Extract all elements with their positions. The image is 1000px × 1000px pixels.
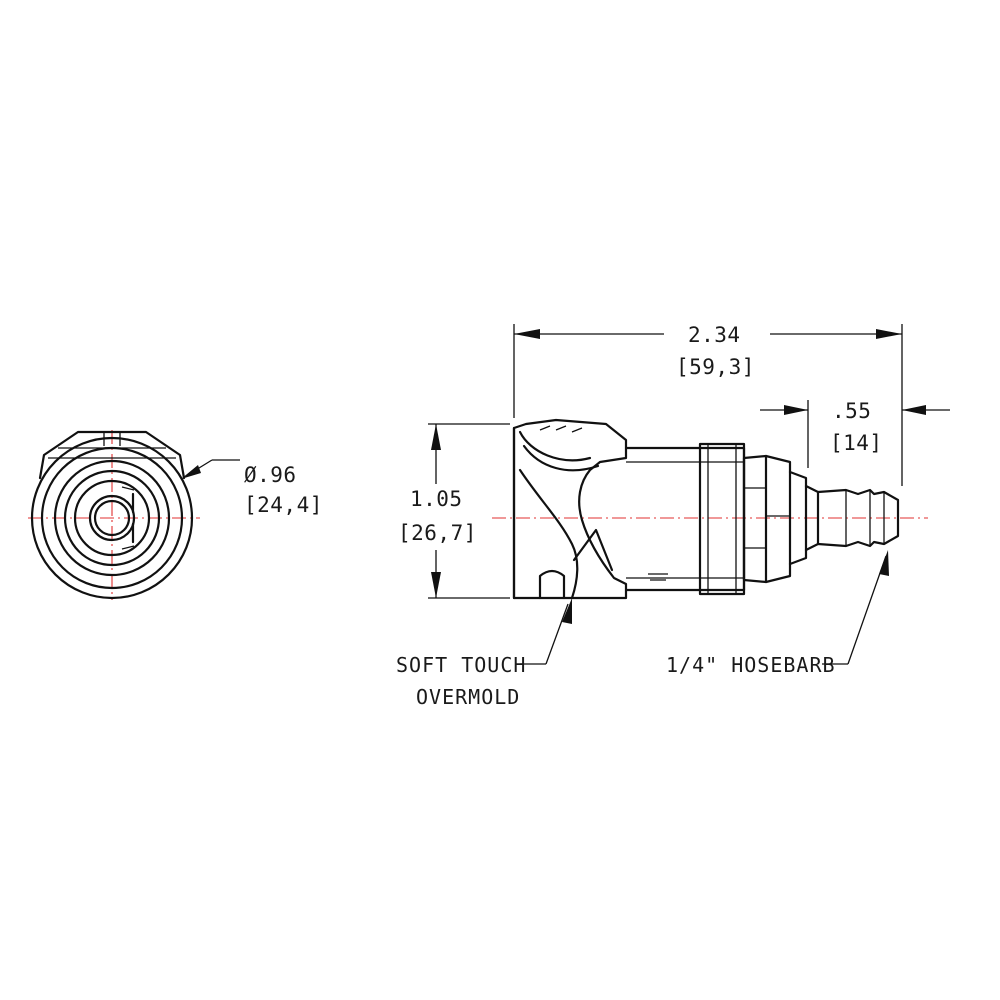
overall-length-mm: [59,3] bbox=[676, 355, 755, 379]
overmold-callout-line1: SOFT TOUCH bbox=[396, 653, 526, 677]
barb-length-mm: [14] bbox=[830, 431, 883, 455]
coupling-collar bbox=[698, 442, 746, 596]
height-mm: [26,7] bbox=[398, 521, 477, 545]
release-button-slot bbox=[538, 569, 566, 600]
diameter-dimension-inch: Ø.96 bbox=[244, 463, 297, 487]
height-dimension bbox=[428, 423, 510, 599]
side-view bbox=[512, 418, 900, 600]
overmold-callout-line2: OVERMOLD bbox=[416, 685, 520, 709]
barb-length-dimension bbox=[760, 400, 950, 468]
end-view bbox=[28, 430, 200, 600]
overmold-leader bbox=[520, 598, 572, 665]
diameter-arrowhead bbox=[181, 465, 201, 479]
barb-length-inch: .55 bbox=[832, 399, 871, 423]
end-view-top-cap bbox=[38, 430, 186, 480]
coupling-barrel bbox=[624, 446, 746, 592]
overall-length-inch: 2.34 bbox=[688, 323, 741, 347]
end-view-bore bbox=[88, 494, 136, 542]
end-view-outer-ring bbox=[30, 436, 194, 600]
height-inch: 1.05 bbox=[410, 487, 463, 511]
hose-barb bbox=[816, 488, 900, 548]
diameter-leader bbox=[181, 459, 240, 479]
hosebarb-callout: 1/4" HOSEBARB bbox=[666, 653, 836, 677]
diameter-dimension-mm: [24,4] bbox=[244, 493, 323, 517]
overall-length-dimension bbox=[513, 324, 903, 486]
hosebarb-leader bbox=[822, 550, 889, 665]
coupling-overmold-body bbox=[512, 418, 628, 600]
